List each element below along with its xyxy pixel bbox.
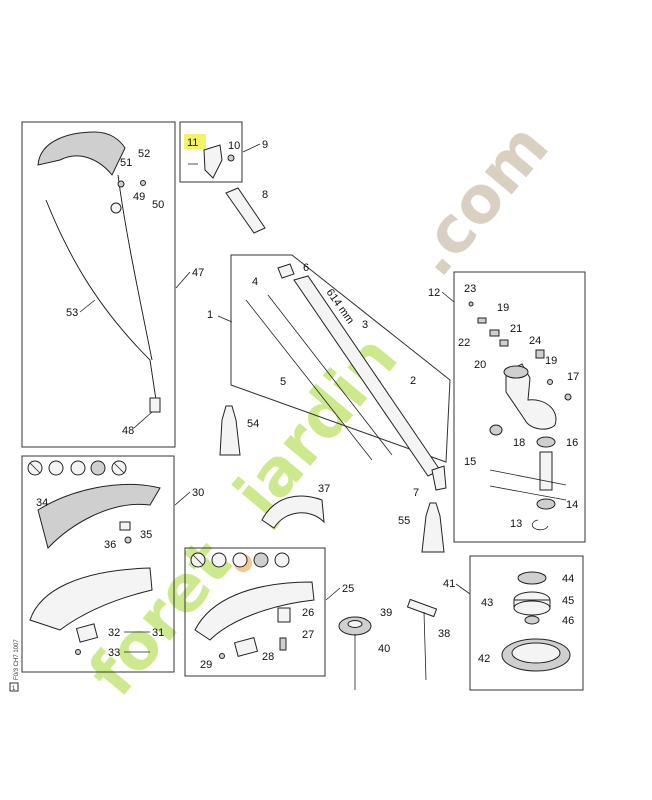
harness-strap xyxy=(37,131,161,413)
callout-50: 50 xyxy=(152,199,164,211)
guard-37 xyxy=(261,495,325,529)
callout-33: 33 xyxy=(108,647,120,659)
callout-18: 18 xyxy=(513,437,525,449)
callout-12: 12 xyxy=(428,287,440,299)
callout-32: 32 xyxy=(108,627,120,639)
callout-10: 10 xyxy=(228,140,240,152)
callout-34: 34 xyxy=(36,497,48,509)
callout-20: 20 xyxy=(474,359,486,371)
shaft-spindle xyxy=(539,451,553,491)
callout-51: 51 xyxy=(120,157,132,169)
callout-31: 31 xyxy=(152,627,164,639)
callout-6: 6 xyxy=(303,262,309,274)
callout-16: 16 xyxy=(566,437,578,449)
callout-37: 37 xyxy=(318,483,330,495)
callout-48: 48 xyxy=(122,425,134,437)
callout-21: 21 xyxy=(510,323,522,335)
callout-26: 26 xyxy=(302,607,314,619)
callout-40: 40 xyxy=(378,643,390,655)
shaft-box xyxy=(230,254,451,463)
callout-14: 14 xyxy=(566,499,578,511)
callout-38: 38 xyxy=(438,628,450,640)
mulch-blade-icon xyxy=(90,460,106,476)
sidebar-box-label: 1 xyxy=(12,686,16,692)
spool-cap-44 xyxy=(517,571,547,585)
guard-housing xyxy=(29,567,153,631)
callout-19a: 19 xyxy=(497,302,509,314)
callout-7: 7 xyxy=(413,487,419,499)
callout-36: 36 xyxy=(104,539,116,551)
callout-30: 30 xyxy=(192,487,204,499)
callout-28: 28 xyxy=(262,651,274,663)
callout-27: 27 xyxy=(302,629,314,641)
harness-box xyxy=(21,121,176,448)
saw-blade-icon-2 xyxy=(274,552,290,568)
callout-23: 23 xyxy=(464,283,476,295)
callout-2: 2 xyxy=(410,375,416,387)
callout-3: 3 xyxy=(362,319,368,331)
callout-42: 42 xyxy=(478,653,490,665)
guard-box-30 xyxy=(21,455,175,673)
callout-41: 41 xyxy=(443,578,455,590)
callout-17: 17 xyxy=(567,371,579,383)
callout-24: 24 xyxy=(529,335,541,347)
callout-9: 9 xyxy=(262,139,268,151)
highlight-11 xyxy=(184,134,206,149)
callout-44: 44 xyxy=(562,573,574,585)
callout-49: 49 xyxy=(133,191,145,203)
callout-45: 45 xyxy=(562,595,574,607)
callout-5: 5 xyxy=(280,376,286,388)
blade-icons-row-30 xyxy=(27,460,127,476)
gear-head-15 xyxy=(505,363,557,430)
mulch-blade-icon-2 xyxy=(253,552,269,568)
callout-25: 25 xyxy=(342,583,354,595)
callout-11: 11 xyxy=(187,137,198,149)
drawing-code: F0/3 CH7 1007 xyxy=(14,639,20,680)
callout-22: 22 xyxy=(458,337,470,349)
callout-39: 39 xyxy=(380,607,392,619)
blade-icons-row-25 xyxy=(190,552,290,568)
sidebar-box xyxy=(9,682,19,692)
callout-1: 1 xyxy=(207,309,213,321)
callout-19b: 19 xyxy=(545,355,557,367)
callout-13: 13 xyxy=(510,518,522,530)
callout-29: 29 xyxy=(200,659,212,671)
wrench-38 xyxy=(406,598,438,618)
watermark: foret jardin .com xyxy=(76,110,564,710)
callout-35: 35 xyxy=(140,529,152,541)
callout-54: 54 xyxy=(247,418,259,430)
grease-tube-55 xyxy=(421,502,445,553)
mowing-head-box xyxy=(469,555,584,691)
three-blade-icon-2 xyxy=(232,552,248,568)
callout-43: 43 xyxy=(481,597,493,609)
trimmer-line-icon-2 xyxy=(211,552,227,568)
cap-7 xyxy=(431,465,447,491)
loop-handle-part xyxy=(203,144,223,179)
three-blade-icon xyxy=(70,460,86,476)
guard-box-25 xyxy=(184,547,326,677)
trimmer-line-icon xyxy=(48,460,64,476)
callout-47: 47 xyxy=(192,267,204,279)
callout-53: 53 xyxy=(66,307,78,319)
grip-tube xyxy=(225,187,266,234)
callout-52: 52 xyxy=(138,148,150,160)
handle-box xyxy=(179,121,243,183)
callout-15: 15 xyxy=(464,456,476,468)
callout-8: 8 xyxy=(262,189,268,201)
callout-55: 55 xyxy=(398,515,410,527)
guard-34 xyxy=(37,483,161,549)
callout-4: 4 xyxy=(252,276,258,288)
sleeve-6 xyxy=(277,263,295,279)
callout-46: 46 xyxy=(562,615,574,627)
grease-tube-54 xyxy=(219,405,241,456)
guard-housing-25 xyxy=(194,581,315,641)
gearbox-box xyxy=(453,271,586,543)
watermark-text-3: .com xyxy=(396,110,564,290)
